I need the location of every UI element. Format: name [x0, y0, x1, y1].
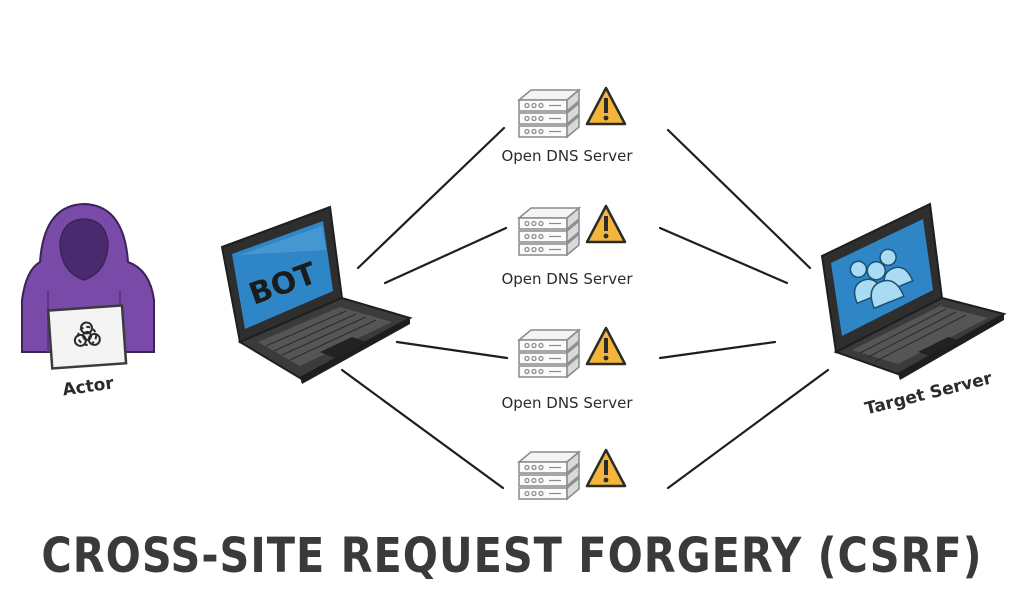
target-label: Target Server: [863, 368, 995, 419]
line-bot-dns2: [383, 226, 508, 285]
target-laptop: Target Server: [820, 202, 1007, 419]
line-bot-dns4: [340, 368, 505, 490]
users-icon: [849, 248, 914, 310]
line-dns3-target: [658, 340, 777, 360]
warning-icon: [585, 326, 627, 366]
warning-icon: [585, 448, 627, 488]
dns-server-4: [518, 448, 627, 500]
bot-laptop: BOT: [220, 205, 413, 384]
line-dns4-target: [666, 368, 830, 490]
line-bot-dns1: [356, 126, 506, 270]
diagram-title: CROSS-SITE REQUEST FORGERY (CSRF): [41, 526, 983, 584]
warning-icon: [585, 204, 627, 244]
line-dns2-target: [658, 226, 789, 285]
line-dns1-target: [666, 128, 812, 270]
dns-server-label-2: Open DNS Server: [501, 270, 633, 288]
biohazard-icon: [73, 321, 101, 347]
warning-icon: [585, 86, 627, 126]
dns-server-3: Open DNS Server: [501, 326, 633, 412]
actor-laptop: [46, 304, 128, 370]
connection-lines: [340, 126, 830, 490]
actor-figure: Actor: [21, 202, 155, 400]
dns-server-label-3: Open DNS Server: [501, 394, 633, 412]
hood-face: [59, 218, 109, 281]
dns-server-label-1: Open DNS Server: [501, 147, 633, 165]
actor-label: Actor: [61, 373, 115, 400]
dns-server-1: Open DNS Server: [501, 86, 633, 165]
dns-server-2: Open DNS Server: [501, 204, 633, 288]
line-bot-dns3: [395, 340, 509, 360]
